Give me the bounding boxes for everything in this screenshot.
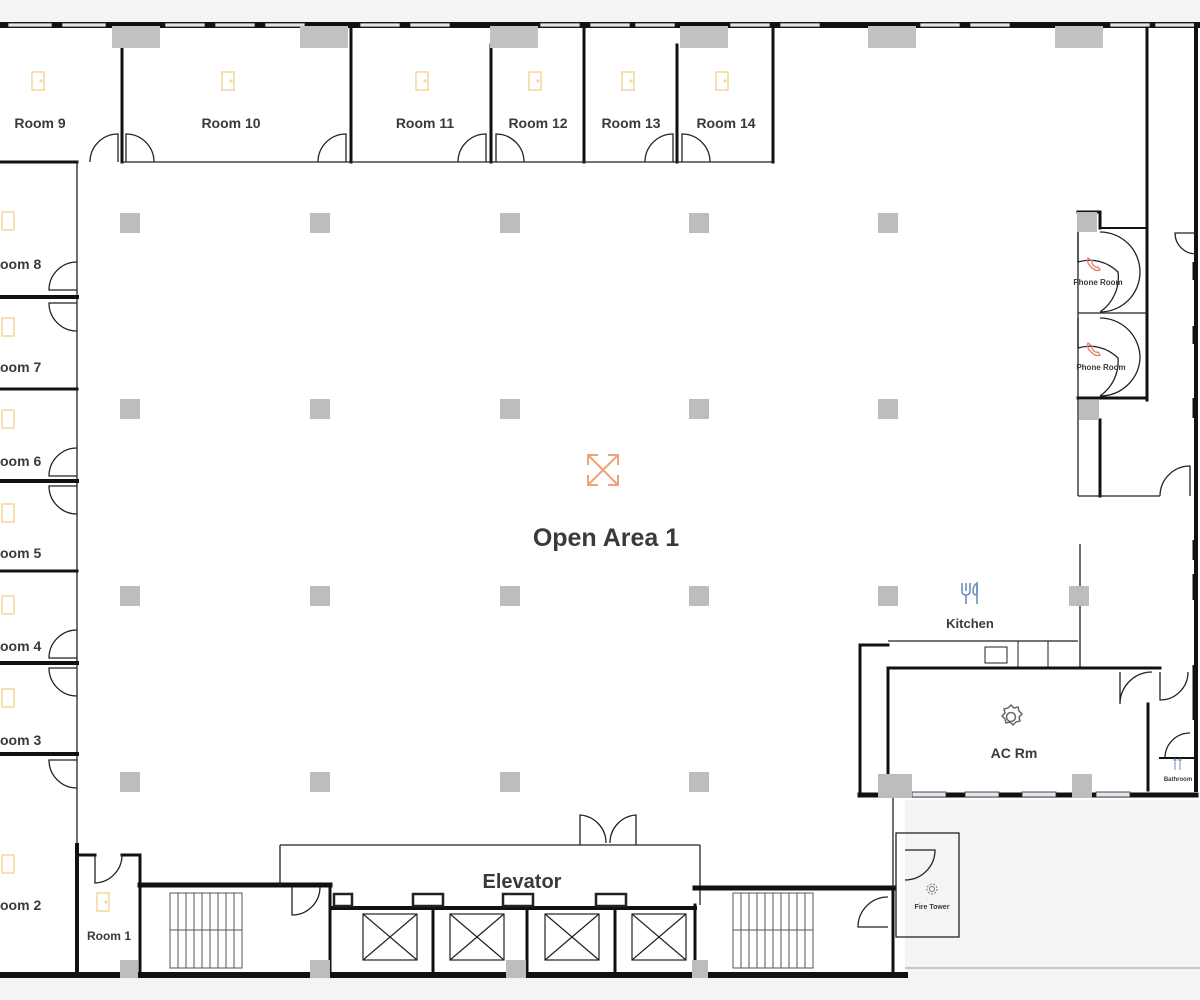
stairs-left [169,892,243,969]
door-icon [415,71,429,91]
room-label-6[interactable]: oom 6 [0,453,41,469]
door-icon [1,317,15,337]
room-label-14[interactable]: Room 14 [696,115,755,131]
room-label-4[interactable]: oom 4 [0,638,41,654]
elevator-label[interactable]: Elevator [483,871,562,893]
door-icon [528,71,542,91]
ac-room-label[interactable]: AC Rm [991,745,1038,761]
gear-icon [926,883,938,895]
top-rooms-walls [0,26,1149,402]
bathroom-label[interactable]: Bathroom [1164,777,1192,783]
room-label-13[interactable]: Room 13 [601,115,660,131]
top-room-doors [89,133,711,163]
door-icon [1,688,15,708]
room-label-1[interactable]: Room 1 [87,929,131,943]
fire-tower-label[interactable]: Fire Tower [915,904,950,911]
phone-icon [1086,257,1101,272]
door-icon [96,892,110,912]
door-icon [31,71,45,91]
expand-arrows-icon [587,454,619,486]
restroom-icon [1173,758,1182,770]
elevator-cars [332,892,687,961]
kitchen-label[interactable]: Kitchen [946,616,994,631]
room-label-12[interactable]: Room 12 [508,115,567,131]
phone-room-label-b[interactable]: Phone Room [1076,363,1125,372]
open-area-label[interactable]: Open Area 1 [533,524,679,552]
exterior-walls [0,22,1200,978]
door-icon [221,71,235,91]
room-label-2[interactable]: oom 2 [0,897,41,913]
floor-area [0,25,1200,975]
left-room-doors [48,261,78,789]
room-label-8[interactable]: oom 8 [0,256,41,272]
gear-icon [1000,703,1024,727]
kitchen-ac-walls [857,544,1199,798]
door-icon [715,71,729,91]
door-icon [1,595,15,615]
phone-room-label-a[interactable]: Phone Room [1073,278,1122,287]
fork-knife-icon [961,581,978,604]
phone-icon [1086,342,1101,357]
room-label-3[interactable]: oom 3 [0,732,41,748]
stairs-right [732,892,814,969]
room-label-10[interactable]: Room 10 [201,115,260,131]
door-icon [1,854,15,874]
room-icons [1,71,729,912]
door-icon [621,71,635,91]
room-1-walls [75,853,142,977]
core-walls [137,814,896,977]
left-rooms-walls [0,162,79,977]
door-icon [1,409,15,429]
room-label-9[interactable]: Room 9 [14,115,66,131]
room-label-11[interactable]: Room 11 [396,115,455,131]
columns [120,212,1099,978]
wall-pillars [112,26,1103,48]
room-label-5[interactable]: oom 5 [0,545,41,561]
fire-tower-walls [857,798,960,938]
door-icon [1,211,15,231]
room-label-7[interactable]: oom 7 [0,359,41,375]
door-icon [1,503,15,523]
